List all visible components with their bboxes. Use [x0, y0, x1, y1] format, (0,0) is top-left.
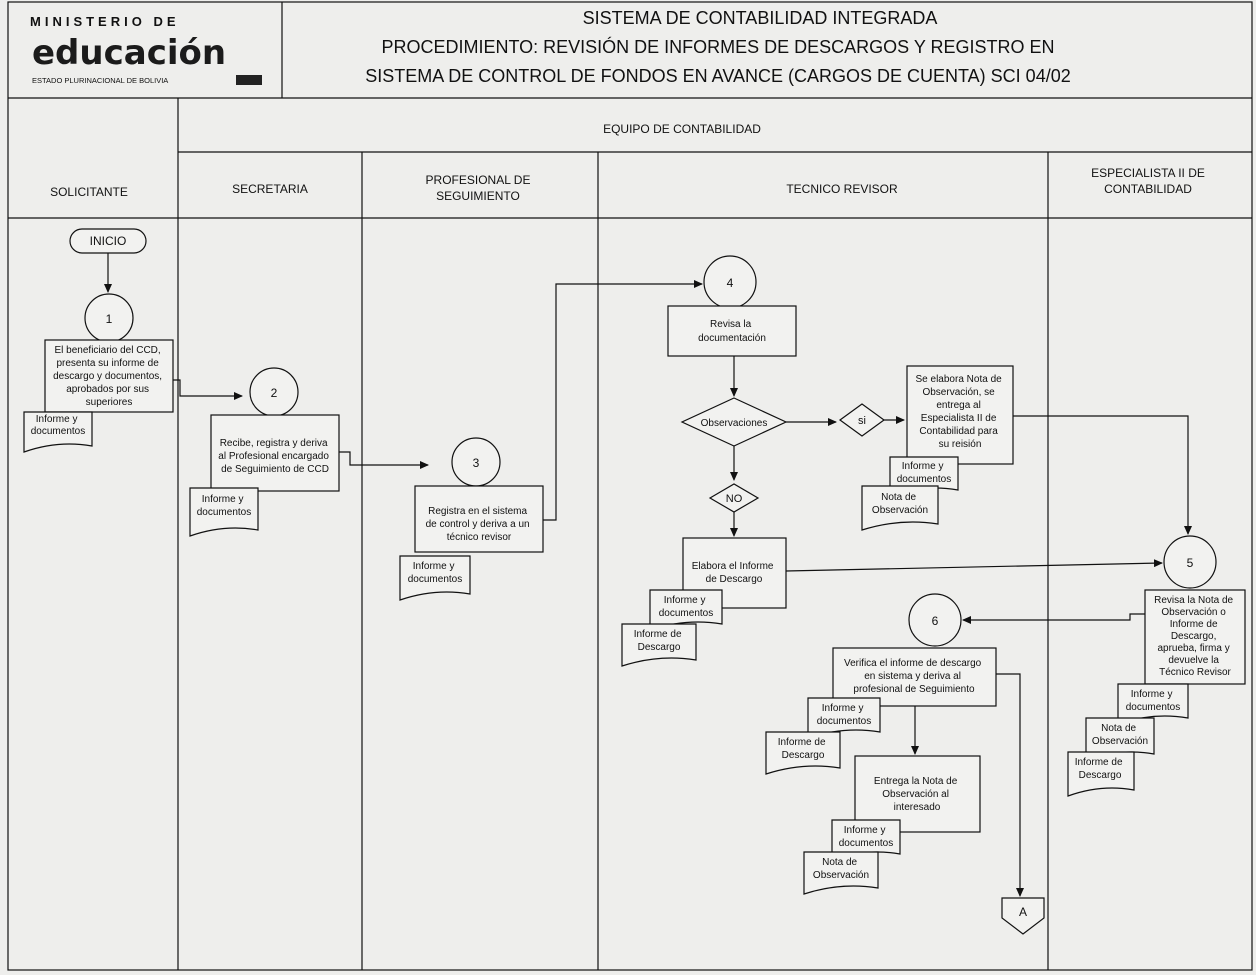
logo-line2: educación	[32, 33, 226, 73]
process-entrega-nota	[854, 755, 981, 833]
arrow-3-4	[543, 280, 703, 521]
doc-nota-observacion-1	[861, 485, 939, 531]
process-2-text: Recibe, registra y deriva al Profesional…	[218, 438, 331, 475]
doc-nota-observacion-entrega-text: Nota de Observación	[813, 857, 869, 881]
ministry-logo: MINISTERIO DE educación ESTADO PLURINACI…	[30, 14, 262, 85]
lane-profesional-1: PROFESIONAL DE	[426, 173, 531, 187]
arrow-elabora-5	[785, 559, 1163, 572]
doc-informe-descargo-1	[621, 623, 697, 667]
arrow-5-6	[962, 613, 1145, 624]
doc-informe-elabora-text: Informe y documentos	[659, 595, 713, 619]
process-elabora-informe-text: Elabora el Informe de Descargo	[692, 561, 777, 585]
process-1	[44, 339, 174, 413]
process-6	[832, 647, 997, 707]
doc-informe-descargo-1-text: Informe de Descargo	[634, 629, 685, 653]
no-label: NO	[726, 493, 743, 505]
lane-profesional-2: SEGUIMIENTO	[436, 189, 520, 203]
doc-informe-profesional-text: Informe y documentos	[408, 561, 462, 585]
arrow-2-3	[339, 451, 429, 469]
step-circle-5	[1163, 535, 1217, 589]
process-5	[1144, 589, 1246, 685]
process-6-text: Verifica el informe de descargo en siste…	[844, 658, 984, 695]
step-circle-6	[908, 593, 962, 647]
doc-informe-secretaria-text: Informe y documentos	[197, 494, 251, 518]
step-number-5: 5	[1187, 556, 1194, 570]
doc-informe-solicitante-text: Informe y documentos	[31, 414, 85, 437]
offpage-connector-a	[1001, 897, 1045, 935]
arrow-1-2	[173, 379, 243, 400]
lane-solicitante: SOLICITANTE	[50, 185, 128, 199]
process-nota-observacion-text: Se elabora Nota de Observación, se entre…	[916, 374, 1005, 450]
lane-secretaria: SECRETARIA	[232, 182, 308, 196]
title-line3: SISTEMA DE CONTROL DE FONDOS EN AVANCE (…	[365, 66, 1070, 86]
lane-especialista-1: ESPECIALISTA II DE	[1091, 166, 1205, 180]
lane-especialista-2: CONTABILIDAD	[1104, 182, 1192, 196]
step-number-3: 3	[473, 456, 480, 470]
step-number-6: 6	[932, 614, 939, 628]
process-entrega-nota-text: Entrega la Nota de Observación al intere…	[874, 776, 960, 813]
connector-label: A	[1019, 905, 1027, 919]
doc-informe-descargo-6	[765, 731, 841, 775]
title-line1: SISTEMA DE CONTABILIDAD INTEGRADA	[583, 8, 938, 28]
doc-nota-observacion-1-text: Nota de Observación	[872, 492, 928, 516]
title-line2: PROCEDIMIENTO: REVISIÓN DE INFORMES DE D…	[381, 36, 1054, 57]
team-label: EQUIPO DE CONTABILIDAD	[603, 122, 761, 136]
doc-informe-secretaria	[189, 487, 259, 537]
outer-frame	[7, 1, 1253, 971]
logo-line3: ESTADO PLURINACIONAL DE BOLIVIA	[32, 76, 168, 85]
doc-informe-descargo-6-text: Informe de Descargo	[778, 737, 829, 761]
decision-label: Observaciones	[701, 418, 768, 429]
doc-informe-entrega-text: Informe y documentos	[839, 825, 893, 849]
flag-icon	[236, 75, 262, 85]
step-number-1: 1	[106, 312, 113, 326]
decision-no	[708, 483, 760, 513]
step-number-4: 4	[727, 276, 734, 290]
process-3	[414, 485, 544, 553]
start-label: INICIO	[90, 234, 127, 248]
process-4-text: Revisa la documentación	[698, 319, 766, 344]
doc-informe-6-text: Informe y documentos	[817, 703, 871, 727]
doc-informe-profesional	[399, 555, 471, 601]
process-2	[210, 414, 340, 492]
arrow-6-connector	[996, 673, 1024, 897]
process-3-text: Registra en el sistema de control y deri…	[426, 506, 533, 543]
doc-informe-nota-text: Informe y documentos	[897, 461, 951, 485]
process-1-text: El beneficiario del CCD, presenta su inf…	[53, 345, 165, 408]
step-number-2: 2	[271, 386, 278, 400]
doc-informe-5-text: Informe y documentos	[1126, 689, 1180, 713]
doc-nota-observacion-5-text: Nota de Observación	[1092, 723, 1148, 747]
process-nota-observacion	[906, 365, 1014, 465]
doc-informe-solicitante	[23, 411, 93, 453]
doc-informe-descargo-5-text: Informe de Descargo	[1075, 757, 1126, 781]
logo-line1: MINISTERIO DE	[30, 14, 180, 29]
arrow-nota-5	[1013, 415, 1192, 535]
doc-informe-descargo-5	[1067, 751, 1135, 797]
process-4	[667, 305, 797, 357]
doc-nota-observacion-entrega	[803, 851, 879, 895]
lane-tecnico: TECNICO REVISOR	[786, 182, 898, 196]
process-5-text: Revisa la Nota de Observación o Informe …	[1154, 595, 1236, 678]
si-label: si	[858, 415, 866, 427]
